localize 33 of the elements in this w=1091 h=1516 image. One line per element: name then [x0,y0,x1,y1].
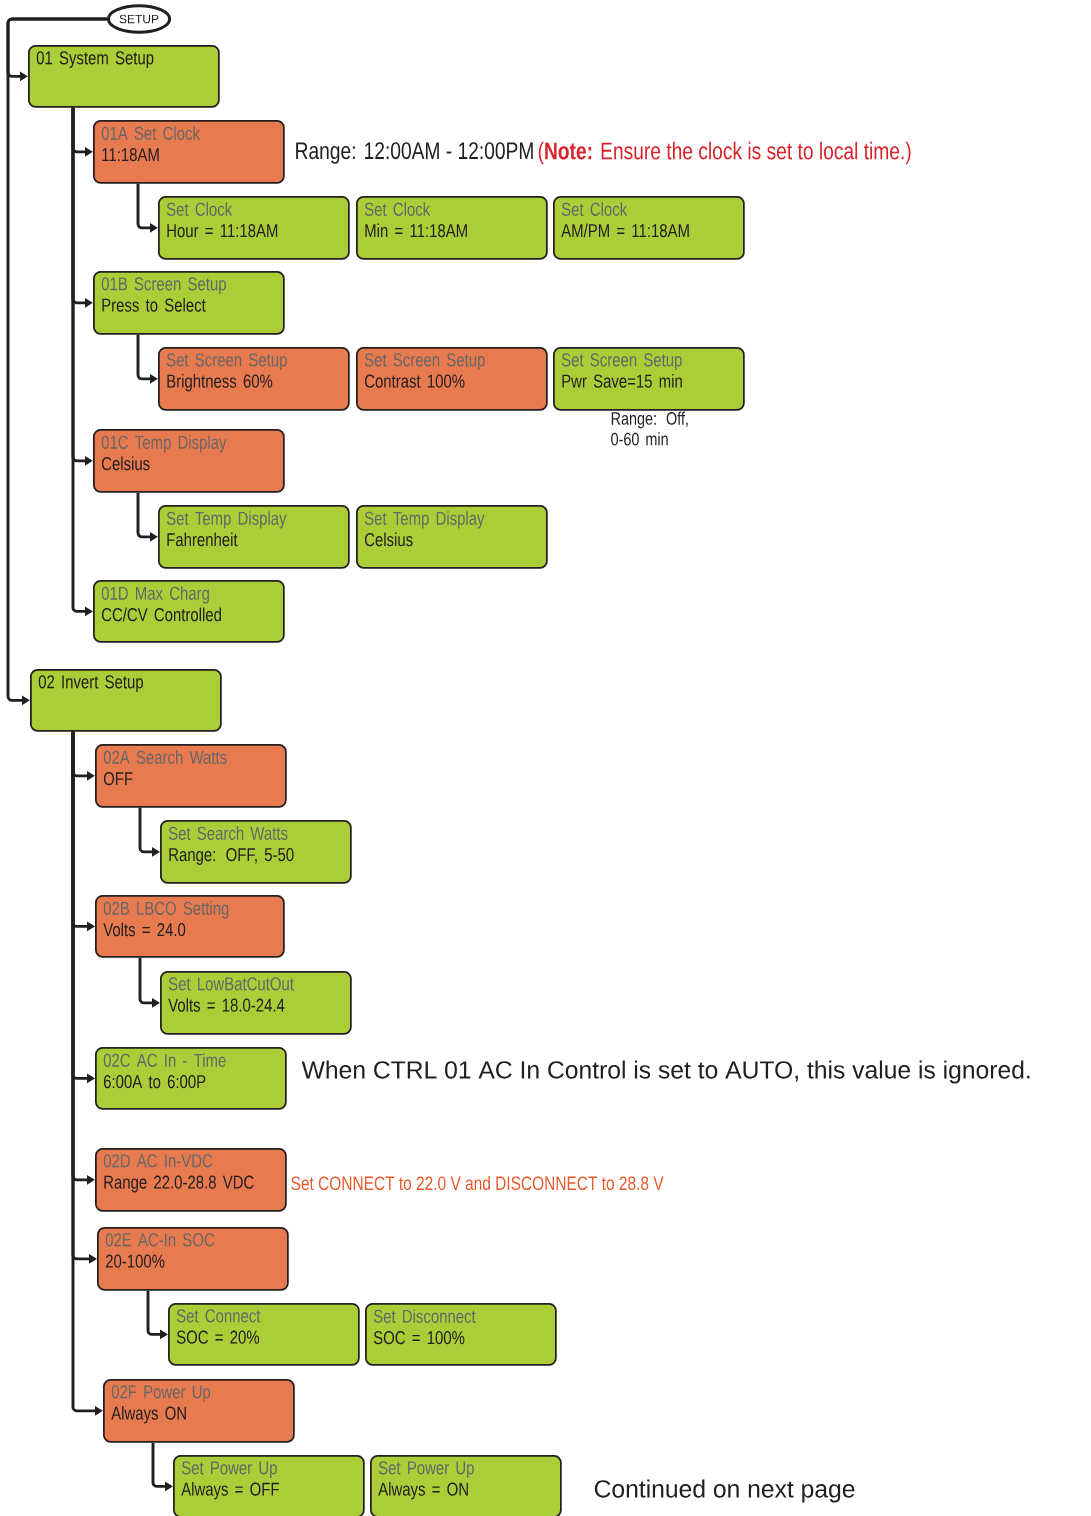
menu-box: 02F Power Up Always ON [103,1379,295,1443]
note-text: Range: 12:00AM - 12:00PM [296,142,533,164]
menu-box: Set Screen Setup Contrast 100% [356,347,548,411]
menu-box: Set Clock AM/PM = 11:18AM [553,196,745,260]
menu-box: 01A Set Clock 11:18AM [93,120,285,184]
menu-box: Set LowBatCutOut Volts = 18.0-24.4 [160,971,352,1035]
menu-box: 02E AC-In SOC 20-100% [97,1227,289,1291]
menu-box: 01 System Setup [28,45,220,108]
menu-box: 01D Max Charg CC/CV Controlled [93,580,285,643]
menu-box: Set Clock Min = 11:18AM [356,196,548,260]
menu-box: Set Temp Display Celsius [356,505,548,569]
note-text: Continued on next page [594,1479,855,1503]
menu-box: Set Power Up Always = OFF [173,1455,365,1516]
note-text: Set CONNECT to 22.0 V and DISCONNECT to 28.8 V [291,1175,664,1191]
note-text: Range: Off, 0-60 min [611,411,688,446]
note-text: When CTRL 01 AC In Control is set to AUTO, this value is ignored. [301,1060,1030,1084]
menu-box: 02 Invert Setup [30,669,222,732]
menu-box: 02C AC In - Time 6:00A to 6:00P [95,1047,287,1110]
menu-box: Set Screen Setup Pwr Save=15 min [553,347,745,411]
menu-box: 02D AC In-VDC Range 22.0-28.8 VDC [95,1148,287,1212]
menu-box: Set Screen Setup Brightness 60% [158,347,350,411]
menu-box: 02B LBCO Setting Volts = 24.0 [95,895,285,958]
menu-box: 01B Screen Setup Press to Select [93,271,285,335]
menu-box: 01C Temp Display Celsius [93,429,285,493]
note-text: (Note: Ensure the clock is set to local time.) [538,141,911,165]
menu-box: Set Connect SOC = 20% [168,1303,360,1366]
menu-box: Set Clock Hour = 11:18AM [158,196,350,260]
menu-box: Set Temp Display Fahrenheit [158,505,350,569]
menu-box: Set Power Up Always = ON [370,1455,562,1516]
menu-box: 02A Search Watts OFF [95,744,287,808]
menu-oval: SETUP [106,4,172,34]
menu-box: Set Disconnect SOC = 100% [365,1303,557,1366]
menu-box: Set Search Watts Range: OFF, 5-50 [160,820,352,884]
